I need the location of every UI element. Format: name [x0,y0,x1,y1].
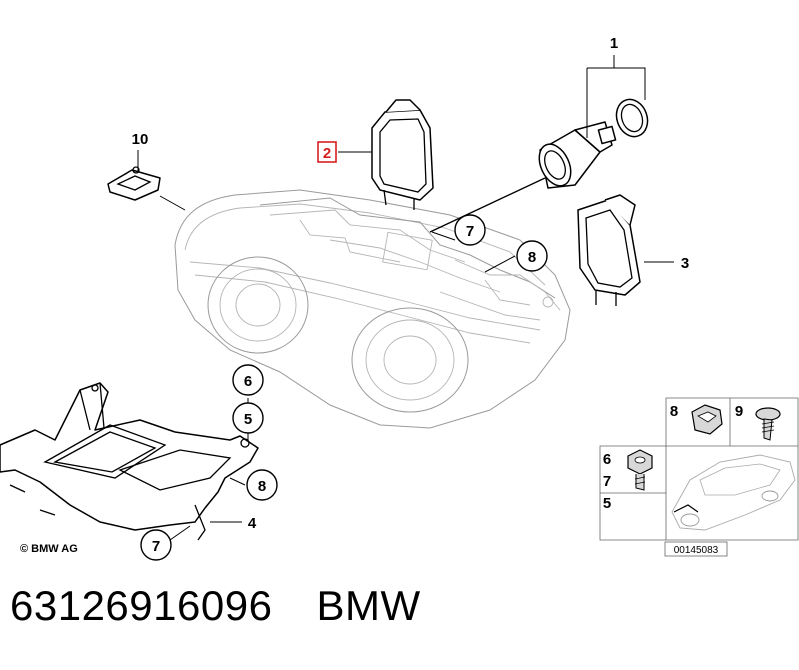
screw-icon [755,407,781,441]
callout-8-upper: 8 [516,240,548,272]
diagram-id: 00145083 [674,545,719,556]
callout-7-lower: 7 [140,529,172,561]
callout-6: 6 [232,364,264,396]
clip-nut-drawing [107,166,161,201]
clip-nut-icon [691,404,723,435]
headlight-housing-drawing [174,189,571,429]
callout-8-upper-label: 8 [528,249,536,266]
inset-9-label: 9 [735,403,743,420]
callout-5-label: 5 [244,411,252,428]
car-outline-icon [671,454,796,531]
callout-4: 4 [248,515,257,532]
inset-5-label: 5 [603,495,611,512]
callout-6-label: 6 [244,373,252,390]
callout-7-upper-label: 7 [466,223,474,240]
callout-8-lower: 8 [246,469,278,501]
callout-2-highlighted: 2 [317,141,337,163]
part-caption: 63126916096 BMW [10,582,421,630]
hardware-inset-panel: 8 9 6 7 5 00 [599,397,799,557]
callout-10-label: 10 [132,131,149,148]
side-cover-drawing [577,194,641,306]
callout-10: 10 [132,131,149,148]
callout-7-lower-label: 7 [152,538,160,555]
callout-5: 5 [232,402,264,434]
highlight-box [317,141,337,163]
inset-6-label: 6 [603,451,611,468]
callout-1: 1 [610,35,618,52]
copyright-notice: © BMW AG [20,543,78,555]
callout-8-lower-label: 8 [258,478,266,495]
inset-8-label: 8 [670,403,678,420]
callout-3-label: 3 [681,255,689,272]
inset-7-label: 7 [603,473,611,490]
leader-lines [137,55,674,541]
part-number: 63126916096 [10,582,273,629]
cover-cap-drawing [371,99,434,210]
bulb-socket-drawing [429,98,649,233]
callout-4-label: 4 [248,515,257,532]
callout-7-upper: 7 [454,214,486,246]
nut-screw-icon [627,449,653,491]
brand-name: BMW [316,582,421,629]
callout-2-label: 2 [323,145,331,162]
callout-1-label: 1 [610,35,618,52]
callout-3: 3 [681,255,689,272]
mounting-bracket-drawing [0,382,259,541]
